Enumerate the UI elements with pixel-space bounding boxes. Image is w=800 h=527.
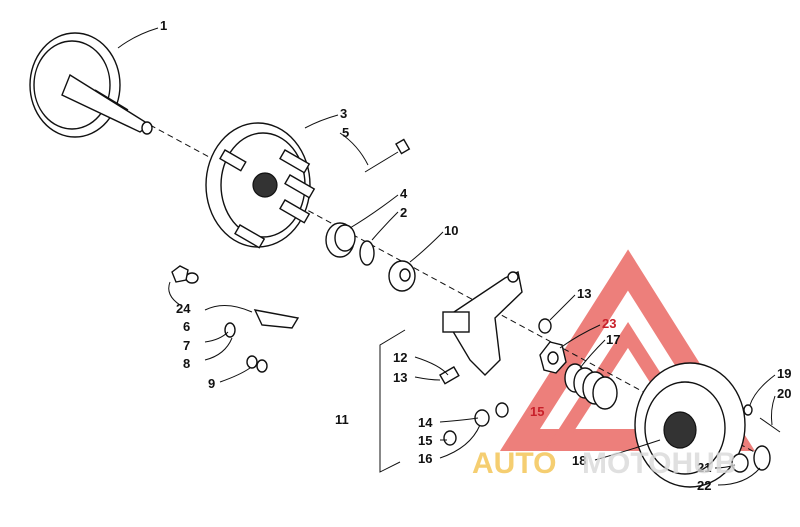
label-part-22: 22 — [697, 478, 711, 493]
watermark-word-1: AUTO — [472, 447, 556, 480]
part-snap-ring — [359, 240, 375, 266]
label-part-15-red: 15 — [530, 404, 544, 419]
label-part-13: 13 — [393, 370, 407, 385]
part-roller-pin — [439, 366, 460, 385]
group-bracket — [379, 329, 406, 473]
label-part-23: 23 — [602, 316, 616, 331]
label-part-17: 17 — [606, 332, 620, 347]
label-part-14: 14 — [418, 415, 433, 430]
part-washer — [388, 260, 416, 292]
label-part-11: 11 — [335, 412, 349, 427]
part-spacer-13-top — [538, 318, 552, 334]
part-bushing — [325, 222, 356, 258]
part-roller-arm — [442, 270, 523, 376]
part-labels: 1 3 5 4 2 10 24 6 7 8 9 13 23 17 12 13 1… — [160, 18, 791, 493]
part-roller-set — [443, 402, 509, 446]
part-cover — [634, 362, 746, 488]
label-part-18: 18 — [572, 453, 586, 468]
label-part-7: 7 — [183, 338, 190, 353]
label-part-3: 3 — [340, 106, 347, 121]
part-small-nut-24 — [171, 265, 199, 284]
part-weight-arm-6 — [253, 309, 300, 329]
label-part-6: 6 — [183, 319, 190, 334]
label-part-2: 2 — [400, 205, 407, 220]
label-part-13-top: 13 — [577, 286, 591, 301]
label-part-8: 8 — [183, 356, 190, 371]
label-part-20: 20 — [777, 386, 791, 401]
part-bushing-21 — [731, 453, 749, 473]
label-part-16: 16 — [418, 451, 432, 466]
label-part-1: 1 — [160, 18, 167, 33]
label-part-9: 9 — [208, 376, 215, 391]
part-ring-22 — [753, 445, 771, 471]
part-drive-sheave — [29, 32, 153, 138]
part-screw — [743, 404, 781, 433]
label-part-10: 10 — [444, 223, 458, 238]
part-pin-7 — [224, 322, 236, 338]
label-part-19: 19 — [777, 366, 791, 381]
part-bolt — [364, 138, 411, 173]
part-washers-9 — [246, 355, 268, 373]
label-part-21: 21 — [697, 460, 711, 475]
label-part-12: 12 — [393, 350, 407, 365]
label-part-5: 5 — [342, 125, 349, 140]
leader-lines — [117, 27, 776, 486]
label-part-24: 24 — [176, 301, 191, 316]
label-part-4: 4 — [400, 186, 408, 201]
watermark-text: AUTO MOTOHUB — [472, 447, 736, 480]
part-spring — [564, 363, 618, 410]
part-nut — [539, 341, 567, 374]
part-spider-assembly — [205, 122, 316, 249]
watermark-word-2: MOTOHUB — [582, 447, 736, 480]
label-part-15: 15 — [418, 433, 432, 448]
